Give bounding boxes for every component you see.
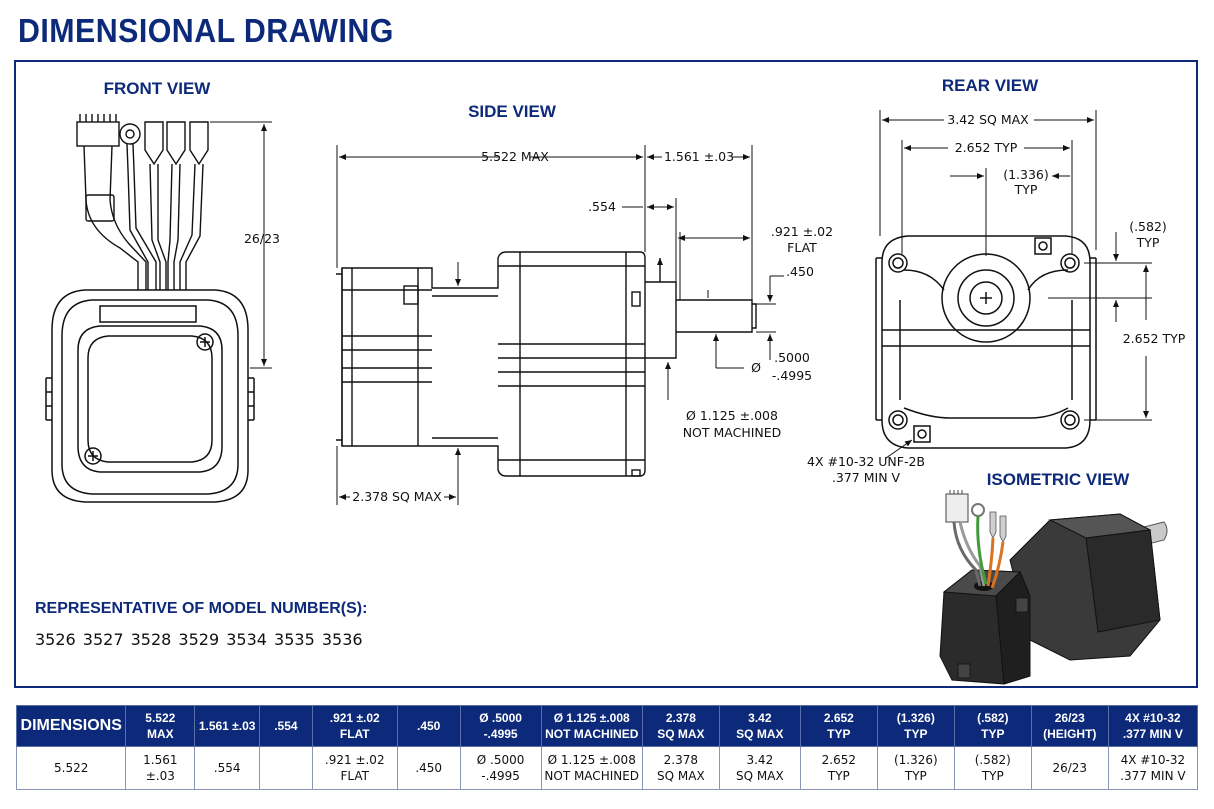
rear-view-title: REAR VIEW (942, 76, 1039, 95)
value-cell: 2.378 SQ MAX (641, 746, 720, 790)
header-cell: Ø 1.125 ±.008 NOT MACHINED (540, 705, 643, 747)
header-cell: 3.42 SQ MAX (718, 705, 801, 747)
isometric-motor (939, 490, 1168, 685)
header-cell: 2.652 TYP (799, 705, 878, 747)
value-cell: Ø .5000 -.4995 (459, 746, 542, 790)
value-cell: .921 ±.02 FLAT (311, 746, 398, 790)
rear-motor-face (875, 235, 1097, 449)
value-cell: (1.326) TYP (876, 746, 955, 790)
side-pilot-label: .554 (588, 199, 616, 214)
rear-dimensions (879, 110, 1152, 459)
header-cell: 26/23 (HEIGHT) (1030, 705, 1109, 747)
value-cell: 2.652 TYP (799, 746, 878, 790)
rear-offset-label: (1.336) (1003, 167, 1049, 182)
side-shaft-length-label: 1.561 ±.03 (664, 149, 734, 164)
header-cell: .450 (396, 705, 461, 747)
value-cell: Ø 1.125 ±.008 NOT MACHINED (540, 746, 643, 790)
dimensional-drawing: FRONT VIEW (45, 76, 1186, 685)
side-shaft-dia-upper: .5000 (774, 350, 810, 365)
rear-sq-max-label: 3.42 SQ MAX (947, 112, 1029, 127)
front-height-dimension (210, 121, 272, 369)
side-motor-outline (336, 251, 757, 477)
value-cell: 3.42 SQ MAX (718, 746, 801, 790)
header-cell: .554 (259, 705, 313, 747)
value-cell (259, 746, 313, 790)
side-shaft-dia-symbol: Ø (751, 360, 761, 375)
front-height-label: 26/23 (244, 231, 280, 246)
side-flat-word: FLAT (787, 240, 817, 255)
side-shaft-flat-label: .450 (786, 264, 814, 279)
side-view: SIDE VIEW (336, 102, 833, 505)
side-length-label: 5.522 MAX (481, 149, 549, 164)
value-cell: 5.522 (15, 746, 127, 790)
dimensions-table: DIMENSIONS 5.522 MAX 1.561 ±.03 .554 .92… (15, 705, 1199, 790)
value-cell: 26/23 (1030, 746, 1109, 790)
header-cell: (.582) TYP (953, 705, 1032, 747)
front-connector (76, 114, 209, 290)
rear-tap-depth: .377 MIN V (832, 470, 901, 485)
table-value-row: 5.522 1.561 ±.03 .554 .921 ±.02 FLAT .45… (15, 746, 1199, 790)
rear-right-typ: TYP (1136, 235, 1160, 250)
header-cell: Ø .5000 -.4995 (459, 705, 542, 747)
rear-view: REAR VIEW (807, 76, 1186, 485)
rear-offset-typ: TYP (1014, 182, 1038, 197)
side-square-label: 2.378 SQ MAX (352, 489, 442, 504)
value-cell: (.582) TYP (953, 746, 1032, 790)
side-view-title: SIDE VIEW (468, 102, 557, 121)
drawing-panel (14, 60, 1198, 688)
value-cell: .554 (194, 746, 261, 790)
side-dimensions (336, 145, 784, 505)
header-cell: .921 ±.02 FLAT (311, 705, 398, 747)
header-cell: 4X #10-32 .377 MIN V (1107, 705, 1199, 747)
value-cell: 1.561 ±.03 (125, 746, 196, 790)
model-numbers-heading: REPRESENTATIVE OF MODEL NUMBER(S): (35, 600, 368, 617)
header-cell: 2.378 SQ MAX (641, 705, 720, 747)
front-motor-face (45, 289, 255, 503)
rear-typ-right-label: 2.652 TYP (1123, 331, 1186, 346)
side-shaft-dia-lower: -.4995 (772, 368, 812, 383)
model-numbers-list: 3526 3527 3528 3529 3534 3535 3536 (35, 630, 363, 649)
header-cell: (1.326) TYP (876, 705, 955, 747)
front-view-title: FRONT VIEW (104, 79, 212, 98)
side-flat-label: .921 ±.02 (771, 224, 833, 239)
value-cell: .450 (396, 746, 461, 790)
isometric-view: ISOMETRIC VIEW (939, 470, 1168, 685)
header-cell: 5.522 MAX (125, 705, 196, 747)
value-cell: 4X #10-32 .377 MIN V (1107, 746, 1199, 790)
side-pilot-note: NOT MACHINED (683, 425, 782, 440)
rear-typ-top-label: 2.652 TYP (955, 140, 1018, 155)
front-view: FRONT VIEW (45, 79, 280, 503)
header-cell: DIMENSIONS (15, 705, 127, 747)
rear-right-offset-label: (.582) (1129, 219, 1167, 234)
side-pilot-dia-label: Ø 1.125 ±.008 (686, 408, 778, 423)
table-header-row: DIMENSIONS 5.522 MAX 1.561 ±.03 .554 .92… (15, 705, 1199, 747)
header-cell: 1.561 ±.03 (194, 705, 261, 747)
rear-tap-label: 4X #10-32 UNF-2B (807, 454, 925, 469)
isometric-view-title: ISOMETRIC VIEW (987, 470, 1131, 489)
page-title: DIMENSIONAL DRAWING (18, 12, 394, 49)
